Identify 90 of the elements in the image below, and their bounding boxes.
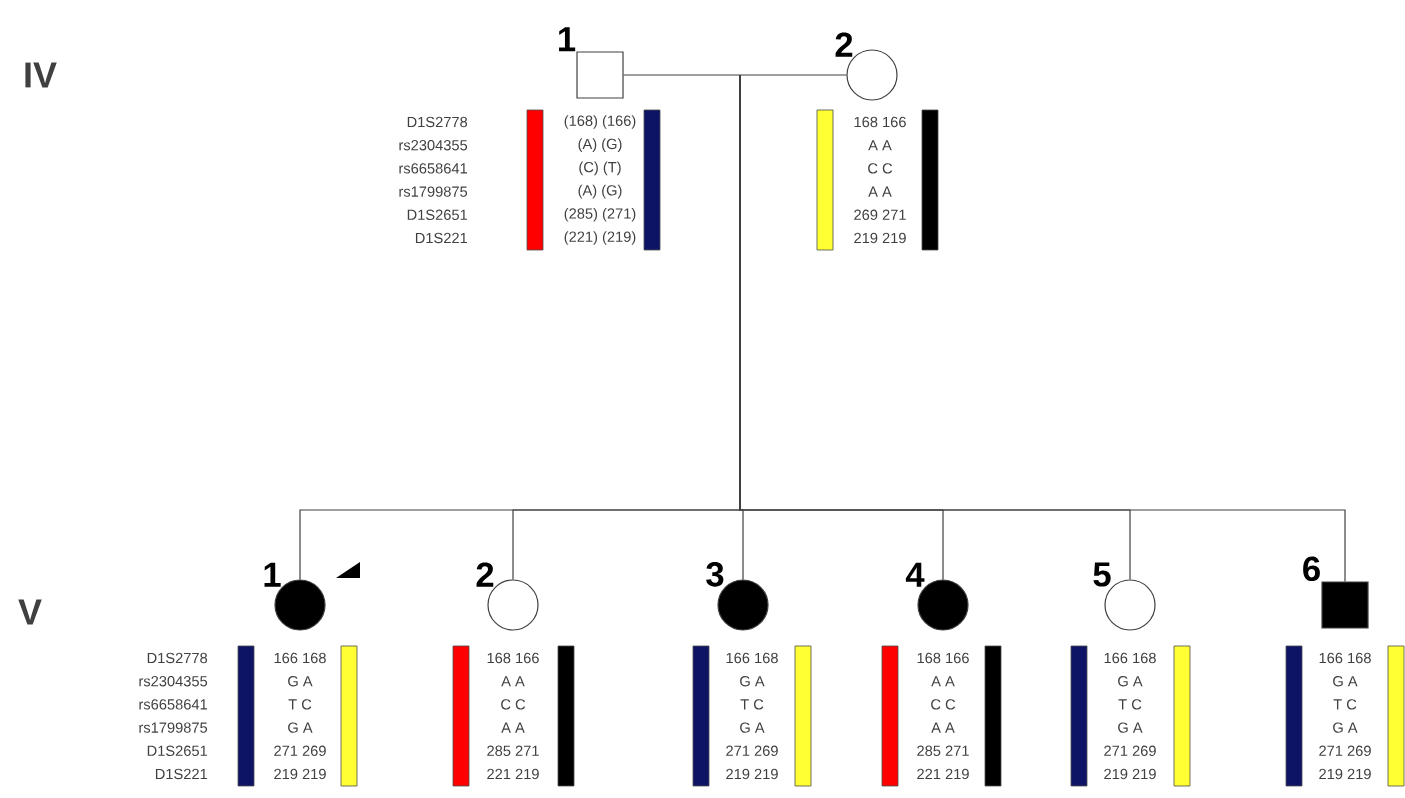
- marker-name: rs2304355: [139, 676, 208, 687]
- allele-pair: (A) (G): [578, 138, 622, 152]
- allele-pair: T C: [1333, 699, 1357, 710]
- allele-pair: G A: [1118, 676, 1143, 687]
- marker-name: rs2304355: [399, 140, 468, 151]
- haplotype-bar: [340, 645, 358, 787]
- allele-pair: 166 168: [1104, 652, 1156, 664]
- generation-label: V: [18, 599, 42, 625]
- marker-name: D1S221: [415, 232, 467, 244]
- allele-pair: 168 166: [917, 652, 969, 664]
- allele-pair: G A: [288, 676, 313, 687]
- allele-pair: 271 269: [1104, 745, 1156, 756]
- haplotype-bar: [452, 645, 470, 787]
- allele-pair: A A: [501, 722, 525, 733]
- haplotype-bar: [557, 645, 575, 787]
- pedigree-line: [739, 74, 1346, 582]
- marker-name: rs6658641: [399, 163, 467, 174]
- node-label: 5: [1093, 562, 1111, 587]
- node-label: 1: [559, 27, 576, 52]
- allele-pair: T C: [1118, 699, 1142, 710]
- haplotype-bar: [643, 109, 661, 251]
- marker-name: D1S2651: [147, 745, 207, 756]
- allele-pair: 166 168: [274, 652, 326, 664]
- haplotype-bar: [794, 645, 812, 787]
- allele-pair: A A: [931, 722, 955, 733]
- allele-pair: 219 219: [274, 768, 326, 780]
- haplotype-bar: [237, 645, 255, 787]
- haplotype-bar: [881, 645, 899, 787]
- haplotype-bar: [1173, 645, 1191, 787]
- male-square: 1: [559, 27, 624, 99]
- allele-pair: G A: [288, 722, 313, 733]
- allele-pair: 166 168: [1319, 652, 1371, 664]
- allele-pair: T C: [288, 699, 312, 710]
- allele-pair: G A: [1333, 676, 1358, 687]
- allele-pair: 271 269: [274, 745, 326, 756]
- node-label: 4: [905, 562, 925, 587]
- allele-pair: 219 219: [1319, 768, 1371, 780]
- marker-name: D1S221: [155, 768, 207, 780]
- node-label: 2: [476, 562, 494, 587]
- allele-pair: A A: [868, 186, 892, 197]
- allele-pair: 168 166: [854, 116, 906, 128]
- allele-pair: A A: [868, 140, 892, 151]
- allele-pair: 271 269: [1319, 745, 1371, 756]
- generation-label: IV: [25, 62, 57, 88]
- allele-pair: 219 219: [726, 768, 778, 780]
- allele-pair: A A: [931, 676, 955, 687]
- allele-pair: 285 271: [487, 745, 539, 756]
- allele-pair: G A: [1118, 722, 1143, 733]
- allele-pair: 219 219: [854, 232, 906, 244]
- allele-pair: C C: [868, 163, 893, 174]
- haplotype-bar: [921, 109, 939, 251]
- allele-pair: 166 168: [726, 652, 778, 664]
- allele-pair: (C) (T): [579, 161, 621, 176]
- allele-pair: 221 219: [487, 768, 539, 780]
- allele-pair: C C: [501, 699, 526, 710]
- marker-name: rs6658641: [139, 699, 207, 710]
- allele-pair: 221 219: [917, 768, 969, 780]
- allele-pair: (221) (219): [564, 231, 636, 245]
- allele-pair: G A: [740, 676, 765, 687]
- marker-name: rs1799875: [399, 186, 468, 197]
- allele-pair: C C: [931, 699, 956, 710]
- haplotype-bar: [816, 109, 834, 251]
- allele-pair: 269 271: [854, 209, 906, 220]
- haplotype-bar: [1285, 645, 1303, 787]
- allele-pair: 271 269: [726, 745, 778, 756]
- node-label: 1: [264, 562, 281, 587]
- marker-name: rs1799875: [139, 722, 208, 733]
- allele-pair: (168) (166): [564, 115, 636, 129]
- allele-pair: T C: [740, 699, 764, 710]
- allele-pair: G A: [1333, 722, 1358, 733]
- node-label: 6: [1303, 556, 1320, 582]
- marker-name: D1S2778: [147, 652, 208, 664]
- haplotype-bar: [526, 109, 544, 251]
- allele-pair: (285) (271): [564, 207, 636, 222]
- haplotype-bar: [984, 645, 1002, 787]
- allele-pair: G A: [740, 722, 765, 733]
- pedigree-line: [623, 74, 847, 76]
- haplotype-bar: [692, 645, 710, 787]
- marker-name: D1S2778: [407, 116, 468, 128]
- marker-name: D1S2651: [407, 209, 467, 220]
- haplotype-bar: [1387, 645, 1405, 787]
- allele-pair: (A) (G): [578, 184, 622, 199]
- node-label: 2: [835, 32, 853, 57]
- allele-pair: 285 271: [917, 745, 969, 756]
- node-label: 3: [706, 562, 724, 587]
- allele-pair: A A: [501, 676, 525, 687]
- haplotype-bar: [1070, 645, 1088, 787]
- male-square: 6: [1303, 556, 1369, 629]
- allele-pair: 219 219: [1104, 768, 1156, 780]
- allele-pair: 168 166: [487, 652, 539, 664]
